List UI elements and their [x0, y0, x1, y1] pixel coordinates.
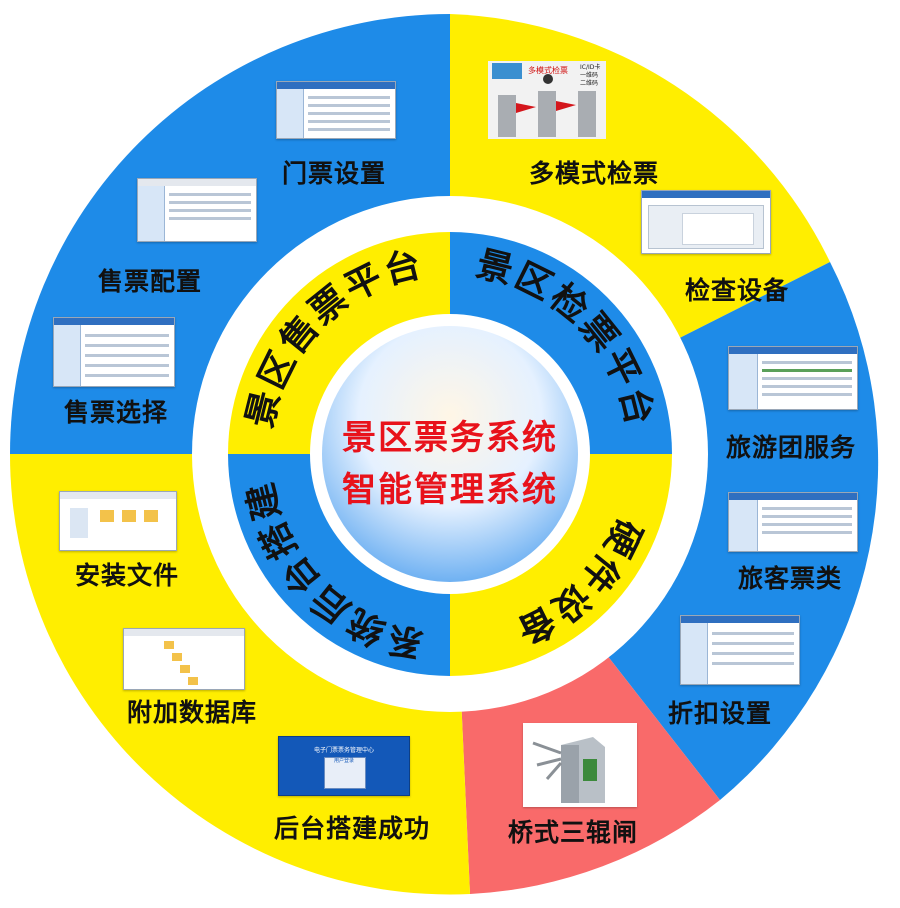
check-device-label: 检查设备: [684, 276, 790, 305]
tourist-ticket-screenshot-icon: [728, 492, 858, 552]
center-title-line1: 景区票务系统: [342, 418, 558, 458]
center-disc: [322, 326, 578, 582]
backend-ok-label: 后台搭建成功: [273, 814, 431, 843]
login-screen-icon: 电子门票票务管理中心 用户登录: [278, 736, 410, 796]
svg-text:一维码: 一维码: [580, 71, 598, 79]
extra-db-screenshot-icon: [123, 628, 245, 690]
discount-screenshot-icon: [680, 615, 800, 685]
ticket-setting-screenshot-icon: [276, 81, 396, 139]
check-device-screenshot-icon: [641, 190, 771, 254]
tourist-ticket-label: 旅客票类: [737, 564, 843, 593]
install-files-label: 安装文件: [74, 561, 180, 590]
file-folder-icon: [59, 491, 177, 551]
turnstile-gate-icon: 多模式检票 IC/ID卡 一维码 二维码: [488, 61, 606, 139]
ticket-setting-label: 门票设置: [281, 159, 387, 188]
ticket-config-label: 售票配置: [97, 267, 203, 296]
discount-label: 折扣设置: [667, 699, 773, 728]
svg-text:多模式检票: 多模式检票: [528, 65, 568, 75]
tripod-turnstile-icon: [523, 723, 637, 807]
tour-group-label: 旅游团服务: [725, 433, 857, 462]
ticket-select-label: 售票选择: [63, 398, 169, 427]
center-title-line2: 智能管理系统: [342, 470, 558, 510]
svg-text:二维码: 二维码: [580, 79, 598, 87]
svg-text:IC/ID卡: IC/ID卡: [580, 63, 600, 71]
ticket-select-screenshot-icon: [53, 317, 175, 387]
multi-check-label: 多模式检票: [528, 159, 660, 188]
tripod-label: 桥式三辊闸: [507, 818, 639, 847]
extra-db-label: 附加数据库: [126, 698, 258, 727]
tour-group-screenshot-icon: [728, 346, 858, 410]
ticket-config-screenshot-icon: [137, 178, 257, 242]
